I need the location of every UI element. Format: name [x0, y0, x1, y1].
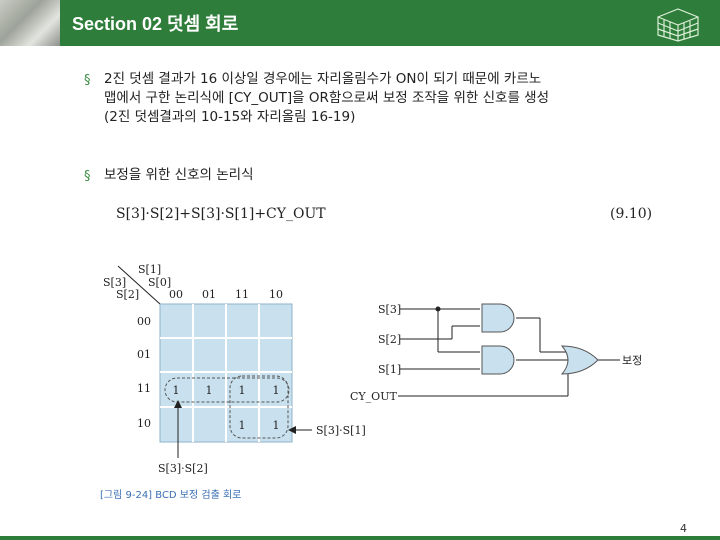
bullet-marker: §: [84, 169, 91, 184]
bullet-1-line-1: 2진 덧셈 결과가 16 이상일 경우에는 자리올림수가 ON이 되기 때문에 …: [104, 71, 542, 87]
slide-title: Section 02 덧셈 회로: [72, 14, 239, 34]
input-label: S[1]: [378, 363, 401, 376]
kmap-group-square: [229, 375, 289, 439]
and-gate-2: [481, 345, 515, 375]
and-gate-1: [481, 303, 515, 333]
kmap-corner-diagonal: [117, 265, 161, 305]
bullet-1-line-2: 맵에서 구한 논리식에 [CY_OUT]을 OR함으로써 보정 조작을 위한 신…: [104, 90, 550, 106]
bullet-1-line-3: (2진 덧셈결과의 10-15와 자리올림 16-19): [104, 109, 356, 125]
bullet-text-2: 보정을 위한 신호의 논리식: [104, 166, 254, 185]
bullet-2-line-1: 보정을 위한 신호의 논리식: [104, 167, 254, 183]
kmap-corner-left-2: S[2]: [116, 288, 139, 301]
input-label: S[2]: [378, 333, 401, 346]
kmap-cell: 1: [206, 384, 213, 397]
kmap-corner-left-1: S[3]: [103, 276, 126, 289]
kmap-col-label: 11: [235, 288, 249, 301]
kmap-corner-top-2: S[0]: [148, 276, 171, 289]
header-photo: [0, 0, 60, 46]
kmap-cell: 1: [239, 384, 246, 397]
kmap-col-label: 01: [202, 288, 216, 301]
karnaugh-map: S[1] S[0] S[3] S[2] 00 01 11 10 00 01 11…: [103, 263, 366, 475]
kmap-col-label: 10: [269, 288, 283, 301]
page-number: 4: [680, 522, 687, 535]
annotation-right-label: S[3]·S[1]: [316, 424, 366, 437]
kmap-col-label: 00: [169, 288, 183, 301]
footer-bar: [0, 536, 720, 540]
kmap-group-row11: [164, 377, 290, 403]
kmap-cell: 1: [273, 419, 280, 432]
kmap-corner-top-1: S[1]: [138, 263, 161, 276]
slide-header: Section 02 덧셈 회로: [0, 0, 720, 46]
equation-number: (9.10): [610, 206, 653, 222]
kmap-cell: 1: [173, 384, 180, 397]
cube-logo-icon: [657, 8, 699, 42]
kmap-row-label: 00: [137, 315, 151, 328]
kmap-row-label: 10: [137, 417, 151, 430]
bullet-text-1: 2진 덧셈 결과가 16 이상일 경우에는 자리올림수가 ON이 되기 때문에 …: [104, 70, 549, 127]
or-gate: [560, 345, 599, 375]
input-label: S[3]: [378, 303, 401, 316]
logic-circuit: S[3] S[2] S[1] CY_OUT 보정: [350, 303, 642, 403]
input-label: CY_OUT: [350, 390, 397, 403]
kmap-cell: 1: [273, 384, 280, 397]
output-label: 보정: [622, 354, 642, 367]
bullet-marker: §: [84, 73, 91, 88]
annotation-bottom-label: S[3]·S[2]: [158, 462, 208, 475]
kmap-row-label: 11: [137, 382, 151, 395]
kmap-cell: 1: [239, 419, 246, 432]
logic-formula: S[3]·S[2]+S[3]·S[1]+CY_OUT: [116, 206, 326, 222]
kmap-row-label: 01: [137, 348, 151, 361]
figure-caption: [그림 9-24] BCD 보정 검출 회로: [100, 490, 242, 501]
